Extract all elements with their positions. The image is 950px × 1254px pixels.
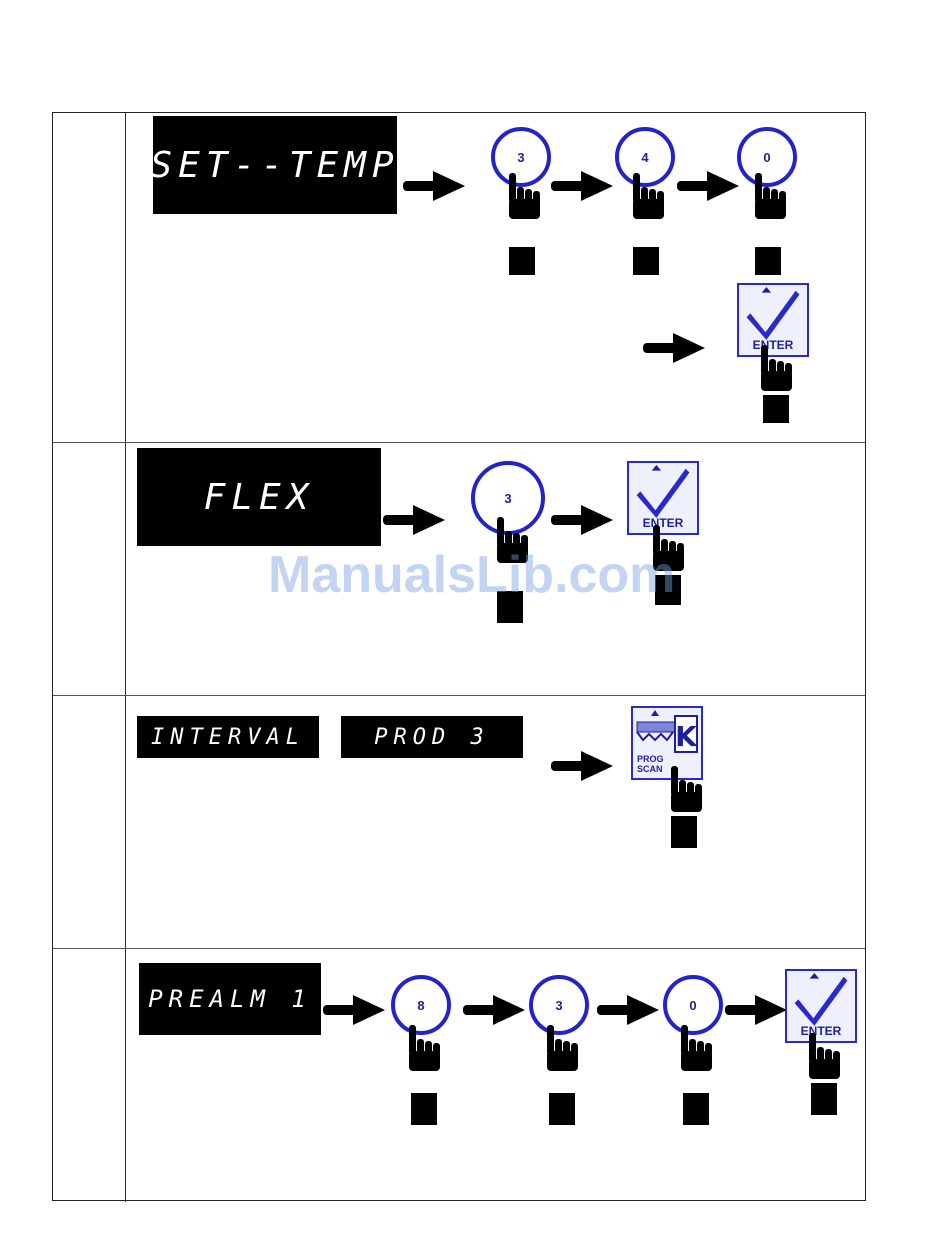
hand-cuff [755, 247, 781, 275]
watermark: ManualsLib.com [268, 545, 675, 605]
right-arrow-icon [643, 333, 705, 363]
enter-key[interactable]: ENTER [627, 461, 699, 535]
right-arrow-icon [463, 995, 525, 1025]
right-arrow-icon [725, 995, 787, 1025]
pointing-hand-icon [405, 1025, 441, 1071]
hand-cuff [671, 816, 697, 848]
key-0[interactable]: 0 [737, 127, 797, 237]
lcd-display-interval: INTERVAL [137, 716, 319, 758]
right-arrow-icon [551, 171, 613, 201]
right-arrow-icon [403, 171, 465, 201]
step-row-set-temp: SET--TEMP 3 4 0 ENTER [53, 113, 865, 443]
instruction-table: SET--TEMP 3 4 0 ENTER FLEX [52, 112, 866, 1201]
key-3[interactable]: 3 [529, 975, 589, 1085]
right-arrow-icon [383, 505, 445, 535]
hand-cuff [411, 1093, 437, 1125]
step-row-interval: INTERVAL PROD 3 K PROG SCAN [53, 696, 865, 949]
column-divider [125, 443, 126, 695]
pointing-hand-icon [667, 766, 703, 812]
key-3[interactable]: 3 [491, 127, 551, 237]
pointing-hand-icon [751, 173, 787, 219]
lcd-display-flex: FLEX [137, 448, 381, 546]
column-divider [125, 113, 126, 442]
svg-text:K: K [675, 720, 698, 753]
column-divider [125, 696, 126, 948]
key-8[interactable]: 8 [391, 975, 451, 1085]
hand-cuff [763, 395, 789, 423]
pointing-hand-icon [505, 173, 541, 219]
prog-scan-label: PROG SCAN [637, 754, 664, 774]
key-0[interactable]: 0 [663, 975, 723, 1085]
right-arrow-icon [597, 995, 659, 1025]
hand-cuff [549, 1093, 575, 1125]
hand-cuff [509, 247, 535, 275]
key-4[interactable]: 4 [615, 127, 675, 237]
hand-cuff [811, 1083, 837, 1115]
pointing-hand-icon [805, 1033, 841, 1079]
right-arrow-icon [551, 505, 613, 535]
right-arrow-icon [551, 751, 613, 781]
right-arrow-icon [677, 171, 739, 201]
step-row-prealm: PREALM 1 8 3 0 ENTER [53, 949, 865, 1202]
pointing-hand-icon [757, 345, 793, 391]
lcd-display-prealm: PREALM 1 [139, 963, 321, 1035]
lcd-display-prod: PROD 3 [341, 716, 523, 758]
column-divider [125, 949, 126, 1202]
hand-cuff [633, 247, 659, 275]
pointing-hand-icon [629, 173, 665, 219]
right-arrow-icon [323, 995, 385, 1025]
pointing-hand-icon [677, 1025, 713, 1071]
scan-label-line2: SCAN [637, 764, 663, 774]
prog-label-line1: PROG [637, 754, 664, 764]
pointing-hand-icon [543, 1025, 579, 1071]
lcd-display-set-temp: SET--TEMP [153, 116, 397, 214]
hand-cuff [683, 1093, 709, 1125]
key-icon: K [633, 708, 701, 758]
enter-key[interactable]: ENTER [785, 969, 857, 1043]
